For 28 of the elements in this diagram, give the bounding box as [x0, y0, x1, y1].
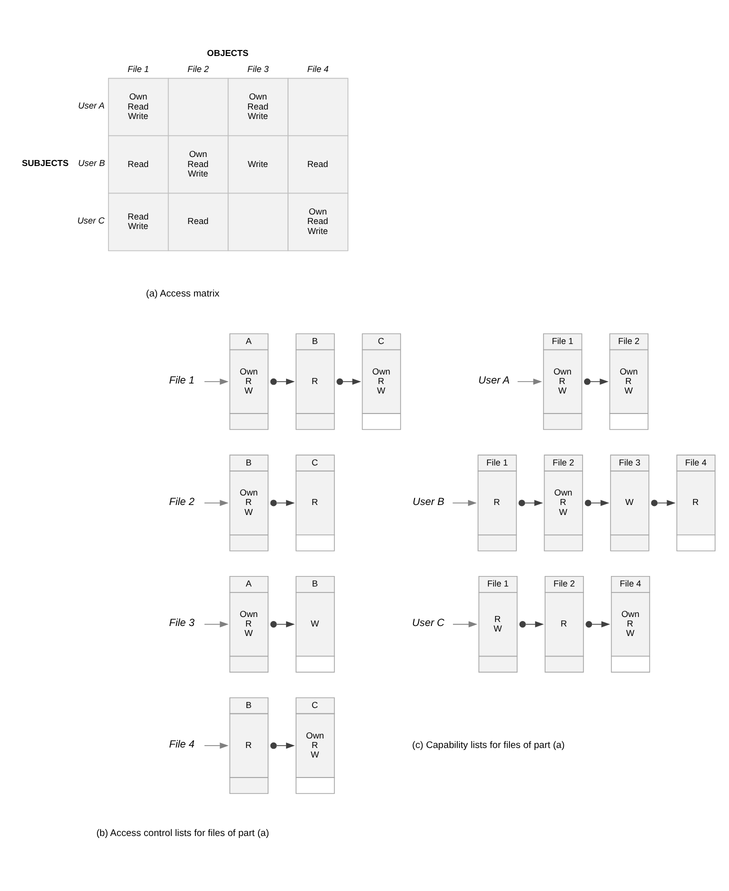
- label: Own Read Write: [307, 206, 328, 236]
- node-text: User A: [478, 376, 510, 387]
- label: Read: [187, 216, 208, 226]
- label: User C: [77, 215, 105, 226]
- node-text: User C: [412, 618, 444, 630]
- node-text: File 3: [169, 618, 194, 630]
- label: File 2: [187, 64, 209, 74]
- label: User B: [78, 158, 105, 168]
- label: File 1: [128, 64, 150, 74]
- label: Read: [307, 158, 328, 169]
- node-text: File 4: [169, 740, 194, 751]
- node-text: File 1: [169, 376, 194, 387]
- label: Own Read Write: [187, 149, 208, 178]
- label: Read Write: [128, 211, 149, 232]
- label: File 4: [307, 64, 329, 74]
- label: File 3: [247, 64, 269, 74]
- label: (a) Access matrix: [146, 288, 220, 300]
- label: Read: [128, 158, 149, 169]
- node-text: User B: [412, 496, 444, 508]
- label: Own Read Write: [247, 92, 268, 121]
- label: (c) Capability lists for files of part (a): [412, 740, 565, 752]
- label: (b) Access control lists for files of part (a): [96, 828, 270, 839]
- label: Write: [248, 158, 268, 169]
- label: Own Read Write: [128, 92, 149, 121]
- label: OBJECTS: [207, 48, 248, 58]
- label: SUBJECTS: [22, 158, 69, 168]
- node-text: File 2: [169, 496, 194, 508]
- label: User A: [78, 100, 105, 110]
